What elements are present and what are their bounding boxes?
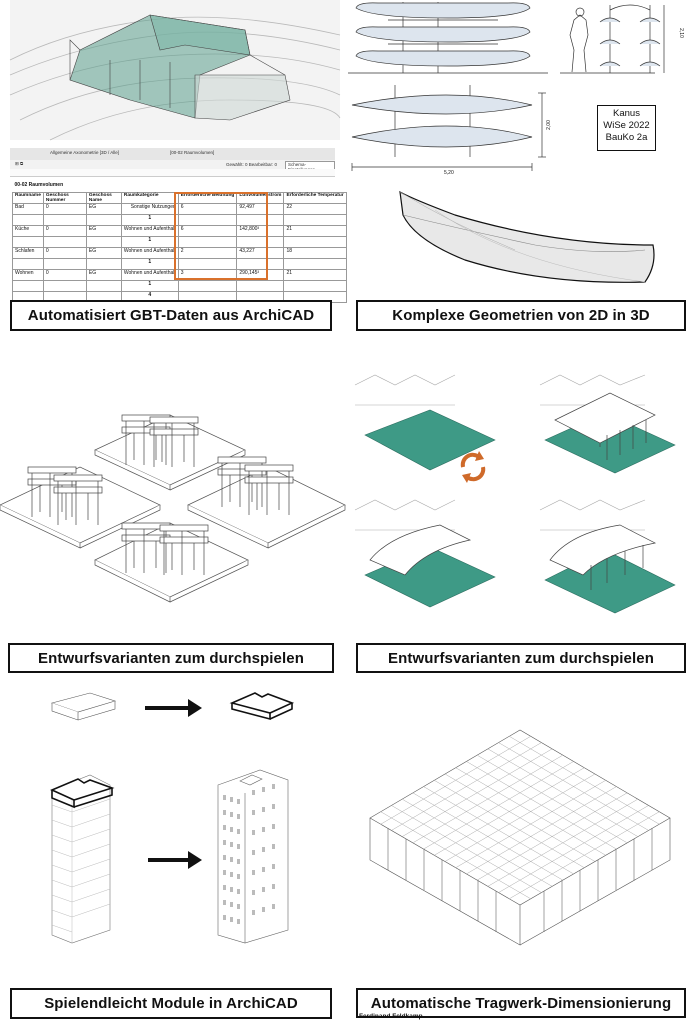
ruler xyxy=(10,169,335,177)
module-diagram xyxy=(50,692,295,944)
roof-grid-line xyxy=(455,767,606,856)
structure-variants-axonometry xyxy=(0,414,346,603)
structural-grid-axonometry xyxy=(369,729,671,946)
highlight-box xyxy=(174,192,268,280)
dim-length: 5,20 xyxy=(444,170,454,176)
author-credit: Ferdinand Feldkamp xyxy=(359,1013,423,1020)
caption-variants-left: Entwurfsvarianten zum durchspielen xyxy=(8,643,334,673)
col-header: Geschoss Nummer xyxy=(42,192,87,204)
toolbar-icon[interactable]: ⊞ ⧉ xyxy=(15,161,24,166)
tab-raumvolumen[interactable]: [00-02 Raumvolumen] xyxy=(170,150,215,155)
kanus-label-semester: WiSe 2022 xyxy=(603,120,650,131)
caption-tragwerk: Automatische Tragwerk-Dimensionierung xyxy=(356,988,686,1018)
roof-grid-line xyxy=(498,742,649,831)
roof-grid-line xyxy=(455,780,606,868)
table-row: 1 xyxy=(12,280,347,292)
roof-grid-line xyxy=(487,798,638,887)
kanus-label: Kanus WiSe 2022 BauKo 2a xyxy=(597,105,656,151)
caption-variants-right: Entwurfsvarianten zum durchspielen xyxy=(356,643,686,673)
col-header: Erforderliche Temperatur xyxy=(283,192,347,204)
canoe-rack-elevation xyxy=(348,2,548,74)
canoe-rack-side-view xyxy=(560,4,665,74)
canopy-variants xyxy=(354,374,676,614)
kanus-label-title: Kanus xyxy=(613,108,640,119)
roof-grid-line xyxy=(444,773,596,862)
canoe-plan-view xyxy=(351,85,546,171)
roof-grid-line xyxy=(498,805,649,893)
roof-grid-line xyxy=(477,754,628,844)
caption-gbt-data: Automatisiert GBT-Daten aus ArchiCAD xyxy=(10,300,332,331)
caption-geometry: Komplexe Geometrien von 2D in 3D xyxy=(356,300,686,331)
dim-height: 2,10 xyxy=(677,28,684,38)
col-header: Raumname xyxy=(12,192,44,204)
canoe-3d-model xyxy=(399,190,655,283)
col-header: Geschoss Name xyxy=(85,192,122,204)
tab-axonometrie[interactable]: Allgemeine Axonometrie [3D / Alle] xyxy=(50,150,120,155)
roof-grid-line xyxy=(466,786,617,875)
roof-grid-line xyxy=(509,736,660,825)
col-header: Raumkategorie xyxy=(120,192,179,204)
caption-modules: Spielendleicht Module in ArchiCAD xyxy=(10,988,332,1019)
roof-grid-line xyxy=(466,761,617,850)
building-3d-render xyxy=(9,0,341,141)
selection-status: Gewählt: 0 Bearbeitbar: 0 xyxy=(226,162,278,167)
kanus-label-course: BauKo 2a xyxy=(605,132,648,143)
schedule-title: 00-02 Raumvolumen xyxy=(14,182,64,188)
schedule-table: 00-02 Raumvolumen Raumname Geschoss Numm… xyxy=(12,182,347,303)
roof-grid-line xyxy=(509,811,660,900)
dim-width: 2,00 xyxy=(545,120,552,130)
roof-grid-line xyxy=(477,792,628,881)
roof-grid-line xyxy=(487,748,638,837)
table-header-row: Raumname Geschoss Nummer Geschoss Name R… xyxy=(12,192,347,204)
